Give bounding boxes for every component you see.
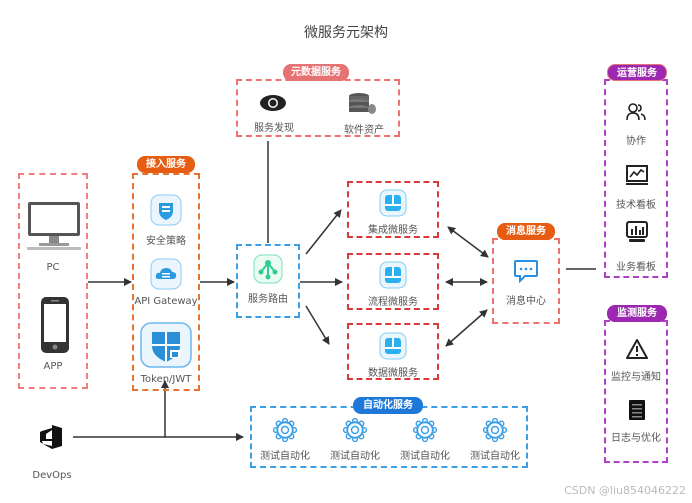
gear-icon bbox=[413, 418, 437, 442]
automation-item-label: 测试自动化 bbox=[330, 451, 380, 462]
firewall-icon bbox=[150, 194, 182, 226]
shield-lock-icon bbox=[140, 322, 192, 368]
client-pc-label: PC bbox=[46, 262, 60, 273]
desktop-icon bbox=[27, 202, 81, 250]
log-icon bbox=[629, 400, 645, 420]
devops-icon bbox=[40, 425, 62, 449]
bar-chart-monitor-icon bbox=[626, 221, 648, 242]
warning-icon bbox=[626, 339, 648, 359]
access-service-group bbox=[132, 173, 200, 391]
microservice-data-label: 数据微服务 bbox=[368, 368, 418, 379]
monitor-log-label: 日志与优化 bbox=[611, 433, 661, 444]
gear-icon bbox=[343, 418, 367, 442]
users-icon bbox=[626, 103, 646, 121]
line-chart-monitor-icon bbox=[626, 165, 648, 185]
arrow-integration-msg bbox=[447, 226, 489, 258]
metadata-service-tag: 元数据服务 bbox=[283, 64, 349, 81]
monitor-alert-label: 监控与通知 bbox=[611, 372, 661, 383]
eye-icon bbox=[260, 95, 286, 111]
access-gateway-label: API Gateway bbox=[134, 296, 198, 307]
watermark: CSDN @liu854046222 bbox=[564, 484, 686, 497]
cloud-gateway-icon bbox=[150, 258, 182, 290]
router-group bbox=[236, 244, 300, 318]
monitoring-service-tag: 监测服务 bbox=[607, 305, 667, 322]
arrow-router-to-data bbox=[305, 305, 330, 345]
access-token-label: Token/JWT bbox=[140, 374, 192, 385]
module-icon bbox=[379, 189, 407, 217]
arrow-data-msg bbox=[445, 309, 488, 347]
diagram-title: 微服务元架构 bbox=[304, 25, 388, 41]
automation-service-tag: 自动化服务 bbox=[353, 397, 423, 414]
smartphone-icon bbox=[41, 297, 69, 353]
microservice-data bbox=[347, 323, 439, 380]
microservice-process-label: 流程微服务 bbox=[368, 297, 418, 308]
module-icon bbox=[379, 261, 407, 289]
arrow-router-to-integration bbox=[305, 209, 342, 255]
meta-assets-label: 软件资产 bbox=[344, 125, 384, 136]
access-service-tag: 接入服务 bbox=[137, 156, 195, 173]
automation-item-label: 测试自动化 bbox=[470, 451, 520, 462]
gear-icon bbox=[483, 418, 507, 442]
message-center-label: 消息中心 bbox=[506, 296, 546, 307]
devops-label: DevOps bbox=[32, 470, 72, 481]
microservice-process bbox=[347, 253, 439, 310]
database-icon bbox=[349, 93, 376, 114]
module-icon bbox=[379, 332, 407, 360]
operations-service-tag: 运营服务 bbox=[607, 64, 667, 81]
route-icon bbox=[253, 254, 283, 284]
gear-icon bbox=[273, 418, 297, 442]
clients-group bbox=[18, 173, 88, 389]
ops-business-board-label: 业务看板 bbox=[616, 262, 656, 273]
ops-collab-label: 协作 bbox=[626, 136, 646, 147]
meta-discovery-label: 服务发现 bbox=[254, 123, 294, 134]
microservice-integration-label: 集成微服务 bbox=[368, 225, 418, 236]
microservice-integration bbox=[347, 181, 439, 238]
chat-icon bbox=[514, 260, 538, 284]
client-app-label: APP bbox=[43, 361, 63, 372]
message-service-tag: 消息服务 bbox=[497, 223, 555, 240]
automation-item-label: 测试自动化 bbox=[260, 451, 310, 462]
access-security-label: 安全策略 bbox=[146, 236, 186, 247]
router-label: 服务路由 bbox=[248, 294, 288, 305]
ops-tech-board-label: 技术看板 bbox=[616, 200, 656, 211]
automation-item-label: 测试自动化 bbox=[400, 451, 450, 462]
